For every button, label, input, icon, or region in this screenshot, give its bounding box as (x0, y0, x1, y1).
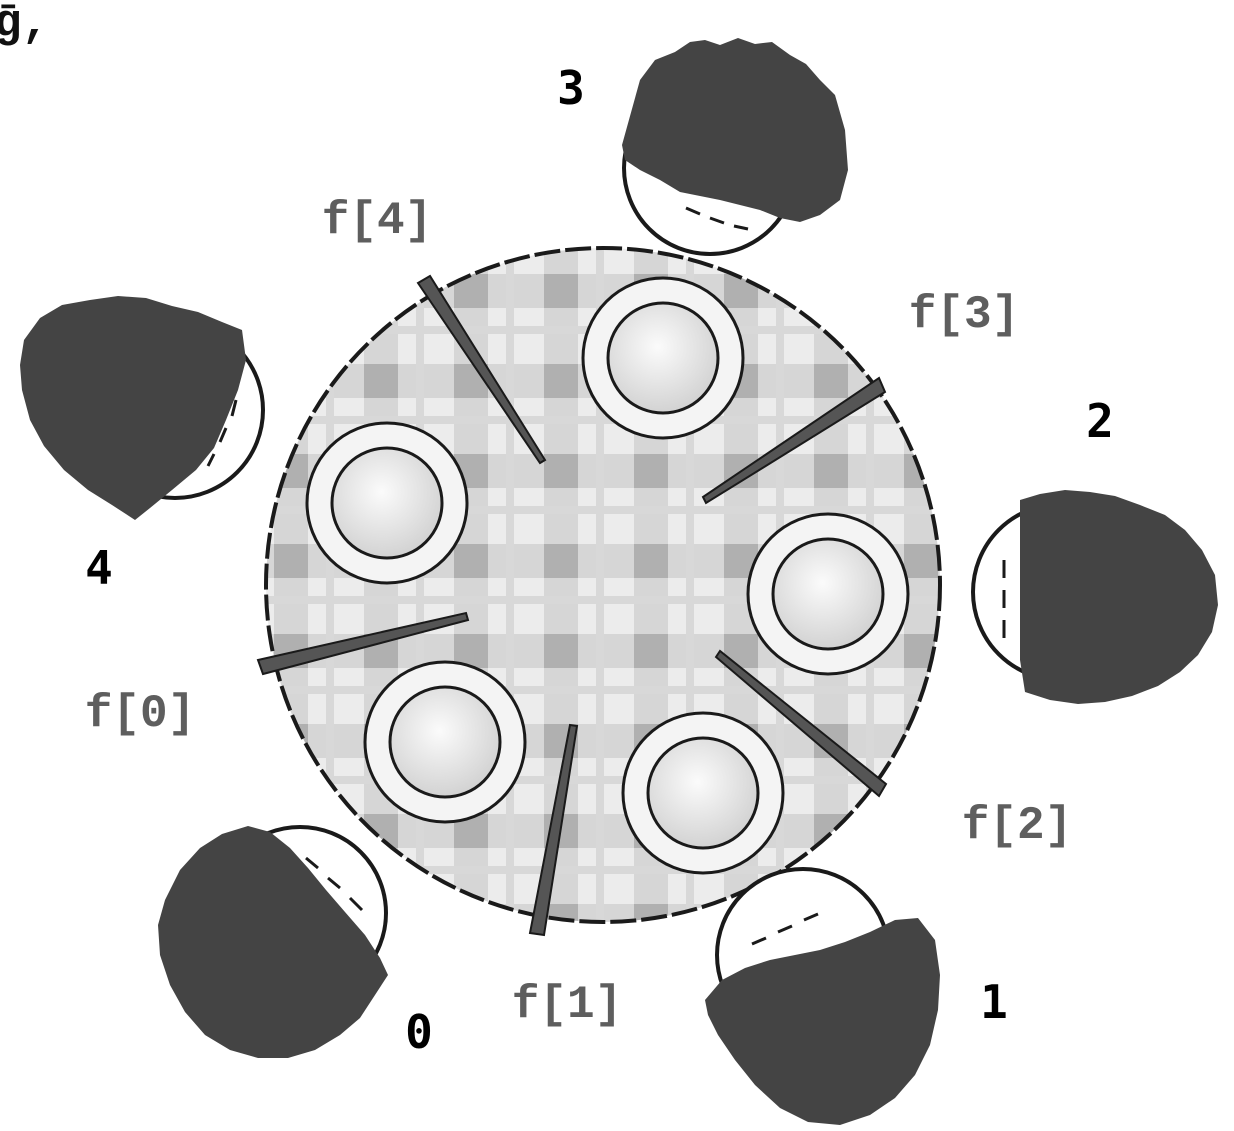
plate (583, 278, 743, 438)
philosopher-1 (705, 869, 940, 1125)
plate (365, 662, 525, 822)
corner-text-fragment: ḡ, (0, 0, 49, 50)
philosopher-0 (158, 826, 388, 1058)
philosopher-4 (20, 296, 263, 520)
plate (623, 713, 783, 873)
philosopher-label-4: 4 (85, 541, 113, 595)
philosopher-label-2: 2 (1086, 394, 1114, 448)
philosopher-label-1: 1 (980, 975, 1008, 1029)
fork-label-4: f[4] (322, 195, 432, 247)
fork-label-0: f[0] (85, 688, 195, 740)
philosopher-3 (622, 38, 848, 254)
plate (748, 514, 908, 674)
philosopher-label-0: 0 (405, 1005, 433, 1059)
plate (307, 423, 467, 583)
fork-label-2: f[2] (962, 800, 1072, 852)
philosopher-label-3: 3 (557, 61, 585, 115)
fork-label-3: f[3] (909, 289, 1019, 341)
fork-label-1: f[1] (512, 979, 622, 1031)
philosopher-2 (973, 490, 1218, 704)
